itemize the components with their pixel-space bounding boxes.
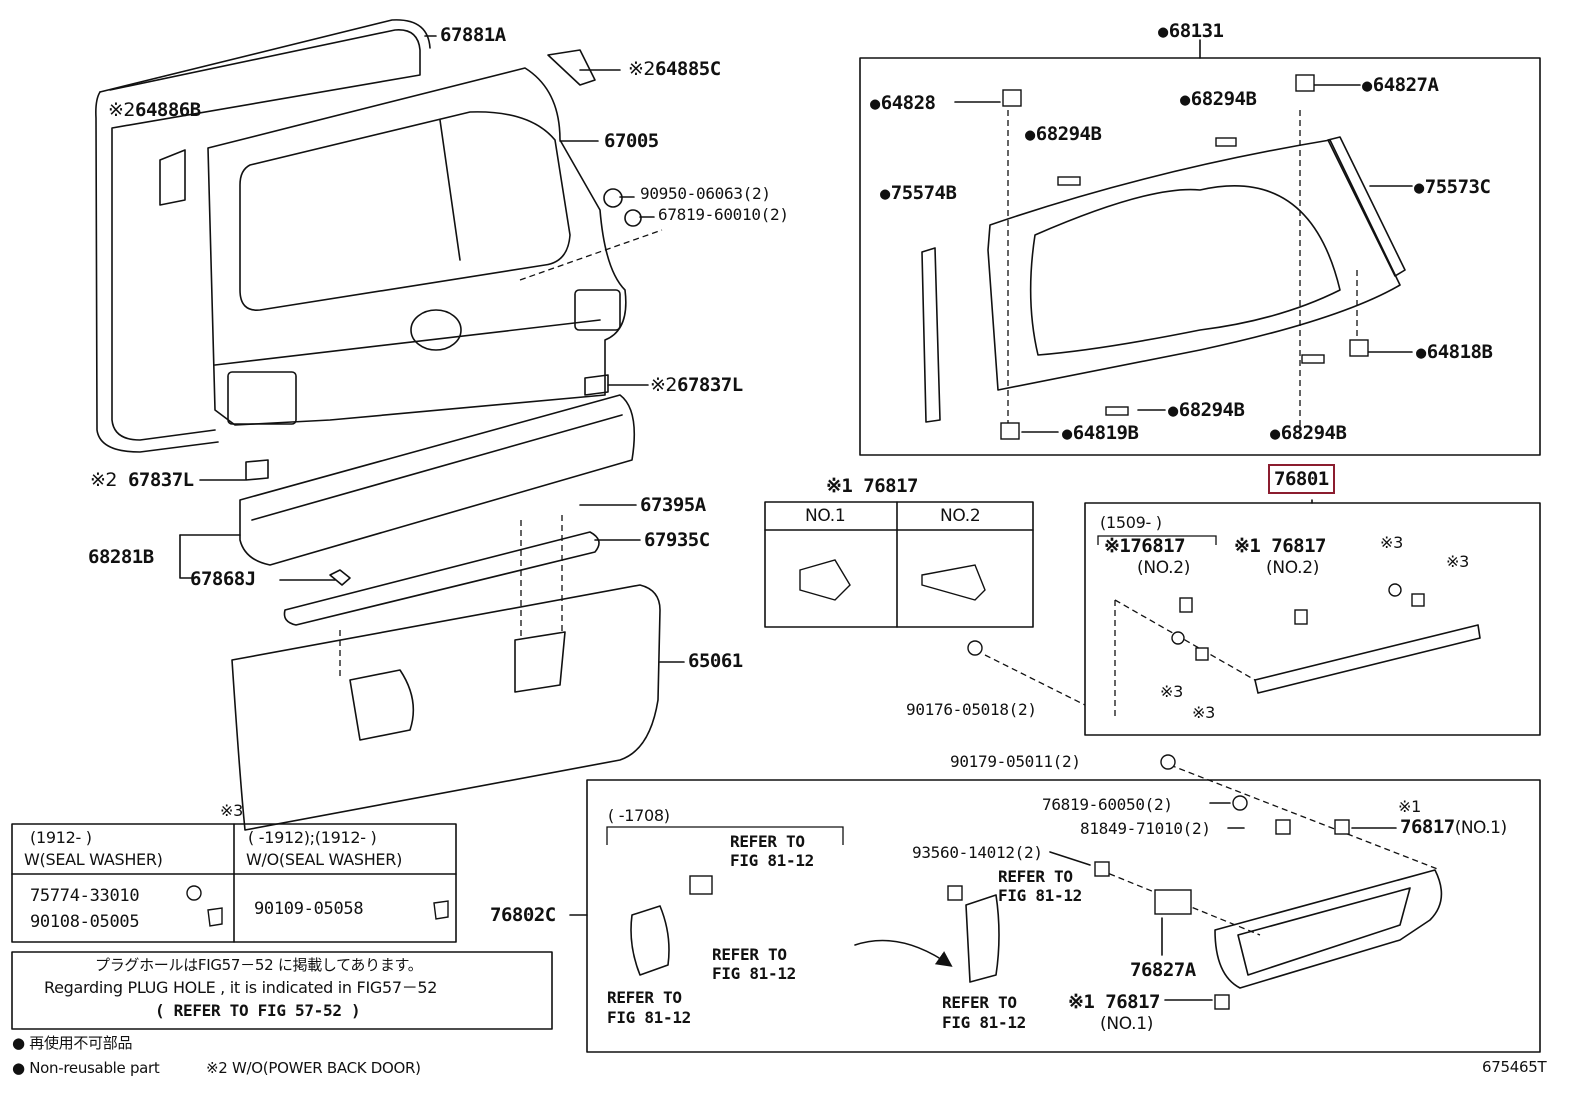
legend-jp: ● 再使用不可部品 xyxy=(12,1034,133,1052)
legend-en: ● Non-reusable part xyxy=(12,1059,160,1077)
ref4-line1: REFER TO xyxy=(607,988,682,1007)
label-75574B: ●75574B xyxy=(880,182,957,204)
washer-h2-line1: ( -1912);(1912- ) xyxy=(248,828,377,847)
ref1-line2: FIG 81-12 xyxy=(730,851,814,870)
label-67819-60010: 67819-60010(2) xyxy=(658,205,789,224)
label-81849-71010: 81849-71010(2) xyxy=(1080,819,1211,838)
label-64885C: ※264885C xyxy=(628,58,721,80)
clip-table-col1: NO.1 xyxy=(805,506,846,526)
box-68131 xyxy=(859,57,1541,456)
inset-76801-clip1-no: (NO.2) xyxy=(1137,558,1191,578)
inset-76801-mark1: ※3 xyxy=(1380,533,1403,552)
inset-76801-mark2: ※3 xyxy=(1446,552,1469,571)
figure-id: 675465T xyxy=(1482,1058,1547,1076)
note-jp: プラグホールはFIG57－52 に掲載してあります。 xyxy=(95,956,423,974)
label-93560-14012: 93560-14012(2) xyxy=(912,843,1043,862)
washer-h2-line2: W/O(SEAL WASHER) xyxy=(246,850,403,869)
molding-75574B xyxy=(921,247,941,423)
clip-table-col2: NO.2 xyxy=(940,506,981,526)
ref5-line2: FIG 81-12 xyxy=(942,1013,1026,1032)
inset-76801-mark3: ※3 xyxy=(1160,682,1183,701)
note-ref: ( REFER TO FIG 57-52 ) xyxy=(155,1001,361,1020)
label-68294B-c: ●68294B xyxy=(1168,399,1245,421)
label-67881A: 67881A xyxy=(440,24,506,46)
ref3-line2: FIG 81-12 xyxy=(712,964,796,983)
legend-note2: ※2 W/O(POWER BACK DOOR) xyxy=(206,1059,421,1077)
inset-76801-date: (1509- ) xyxy=(1100,513,1162,532)
inset-76801-mark4: ※3 xyxy=(1192,703,1215,722)
note-box xyxy=(11,951,553,1030)
washer-h1-line1: (1912- ) xyxy=(30,828,92,847)
inset-76802C-date: ( -1708) xyxy=(608,806,670,825)
note-en: Regarding PLUG HOLE , it is indicated in… xyxy=(44,978,438,997)
label-90176-05018: 90176-05018(2) xyxy=(906,700,1037,719)
label-76802C: 76802C xyxy=(490,904,556,926)
label-76801: 76801 xyxy=(1268,464,1335,494)
label-64828: ●64828 xyxy=(870,92,936,114)
label-64827A: ●64827A xyxy=(1362,74,1439,96)
label-67005: 67005 xyxy=(604,130,659,152)
label-67395A: 67395A xyxy=(640,494,706,516)
lamp-right xyxy=(965,894,1000,983)
label-76817-r-mark: ※1 xyxy=(1398,797,1421,816)
ref5-line1: REFER TO xyxy=(942,993,1017,1012)
label-68294B-b: ●68294B xyxy=(1025,123,1102,145)
label-67837L-left: ※2 67837L xyxy=(90,469,194,491)
ref1-line1: REFER TO xyxy=(730,832,805,851)
rear-glass xyxy=(987,139,1401,391)
ref3-line1: REFER TO xyxy=(712,945,787,964)
washer-r3: 90109-05058 xyxy=(254,899,364,919)
label-76819-60050: 76819-60050(2) xyxy=(1042,795,1173,814)
label-65061: 65061 xyxy=(688,650,743,672)
inset-76801-clip2-no: (NO.2) xyxy=(1266,558,1320,578)
label-64819B: ●64819B xyxy=(1062,422,1139,444)
weatherstrip-shape xyxy=(109,29,421,441)
inset-76801-clip1: ※176817 xyxy=(1104,535,1186,557)
label-67935C: 67935C xyxy=(644,529,710,551)
back-door-window xyxy=(239,111,571,311)
back-door-outer xyxy=(207,67,627,426)
label-68294B-d: ●68294B xyxy=(1270,422,1347,444)
label-76817-header: ※1 76817 xyxy=(826,475,919,497)
panel-65061 xyxy=(231,584,661,831)
ref4-line2: FIG 81-12 xyxy=(607,1008,691,1027)
molding-75573C xyxy=(1327,136,1406,277)
label-64886B: ※264886B xyxy=(108,99,201,121)
lamp-left xyxy=(630,905,670,976)
label-76817-bottom-no: (NO.1) xyxy=(1100,1014,1154,1034)
washer-r2: 90108-05005 xyxy=(30,912,140,932)
washer-table-mark: ※3 xyxy=(220,801,243,820)
license-plate-garnish xyxy=(1214,869,1443,989)
label-68281B: 68281B xyxy=(88,546,154,568)
clip-table xyxy=(764,501,1034,628)
washer-h1-line2: W(SEAL WASHER) xyxy=(24,850,163,869)
strip-67935C xyxy=(283,531,600,626)
ref2-line1: REFER TO xyxy=(998,867,1073,886)
label-90950-06063: 90950-06063(2) xyxy=(640,184,771,203)
inset-76801-clip2: ※1 76817 xyxy=(1234,535,1327,557)
rail-76801 xyxy=(1254,624,1481,694)
box-76802C xyxy=(586,779,1541,1053)
label-68131: ●68131 xyxy=(1158,20,1224,42)
label-67868J: 67868J xyxy=(190,568,256,590)
label-76817-r: 76817(NO.1) xyxy=(1400,816,1507,838)
label-76827A: 76827A xyxy=(1130,959,1196,981)
label-75573C: ●75573C xyxy=(1414,176,1491,198)
label-68294B-a: ●68294B xyxy=(1180,88,1257,110)
garnish-68281B xyxy=(239,394,636,566)
label-67837L-right: ※267837L xyxy=(650,374,743,396)
washer-r1: 75774-33010 xyxy=(30,886,140,906)
label-76817-bottom: ※1 76817 xyxy=(1068,991,1161,1013)
weatherstrip-inner xyxy=(95,91,219,453)
label-64818B: ●64818B xyxy=(1416,341,1493,363)
ref2-line2: FIG 81-12 xyxy=(998,886,1082,905)
label-90179-05011: 90179-05011(2) xyxy=(950,752,1081,771)
